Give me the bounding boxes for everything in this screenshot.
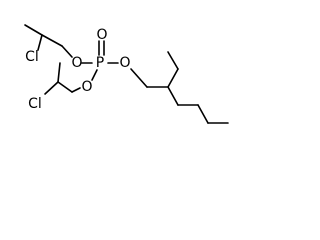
bond-lower-ch2-ch [57, 81, 73, 93]
bond-ch-ethyl-ch2 [167, 68, 179, 88]
bond-upper-ch2-o [61, 45, 73, 58]
atom-p: P [96, 55, 104, 71]
atom-o-right: O [119, 55, 130, 71]
bond-upper-ch-cl [37, 34, 43, 51]
bond-upper-ch-ch2 [41, 34, 63, 47]
atom-o-lower: O [81, 79, 92, 95]
bond-p-o-lower [91, 69, 98, 81]
atom-labels: Cl O P O O O Cl [25, 27, 130, 112]
bond-o-lower-ch2 [71, 87, 81, 93]
chemical-structure: Cl O P O O O Cl [24, 24, 229, 124]
bond-lower-ch-ch3 [57, 62, 61, 83]
atom-o-left: O [71, 55, 82, 71]
atom-cl-upper: Cl [25, 49, 39, 65]
bond-ethyl-ch2-ch3 [167, 51, 179, 70]
atom-cl-lower: Cl [28, 96, 42, 112]
bond-upper-ch3-ch [24, 24, 43, 36]
bonds [24, 24, 229, 124]
bond-butyl-2-3 [197, 104, 209, 124]
bond-o-right-ch2 [130, 68, 148, 88]
bond-ch-butyl-1 [167, 86, 179, 106]
bond-lower-ch-cl [44, 81, 59, 95]
atom-o-double: O [96, 27, 107, 43]
